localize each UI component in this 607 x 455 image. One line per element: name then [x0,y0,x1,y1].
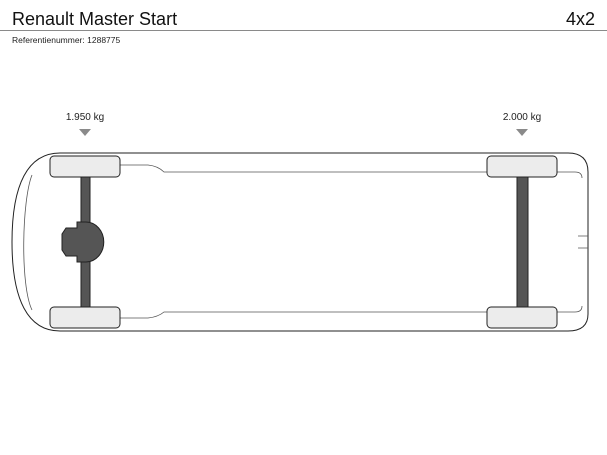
front-axle-arrow [79,129,91,136]
reference-label: Referentienummer: [12,35,85,45]
front-axle-weight: 1.950 kg [66,112,104,123]
rear-axle-weight: 2.000 kg [503,112,541,123]
rear-axle-shaft [516,175,529,309]
reference-line: Referentienummer: 1288775 [12,35,120,46]
reference-number: 1288775 [87,35,121,45]
rear-door-line [578,235,588,249]
drive-configuration: 4x2 [565,9,595,29]
rear-axle-arrow [516,129,528,136]
front-left-tire [49,155,121,178]
body-window-line [23,174,33,311]
rear-right-tire [486,306,558,329]
front-differential [61,221,105,263]
page-title: Renault Master Start [12,9,178,29]
front-right-tire [49,306,121,329]
rear-left-tire [486,155,558,178]
body-inner-line-top [120,164,583,179]
body-inner-line-bottom [120,305,583,319]
vehicle-body-outline [11,152,589,332]
header-divider [0,30,607,31]
